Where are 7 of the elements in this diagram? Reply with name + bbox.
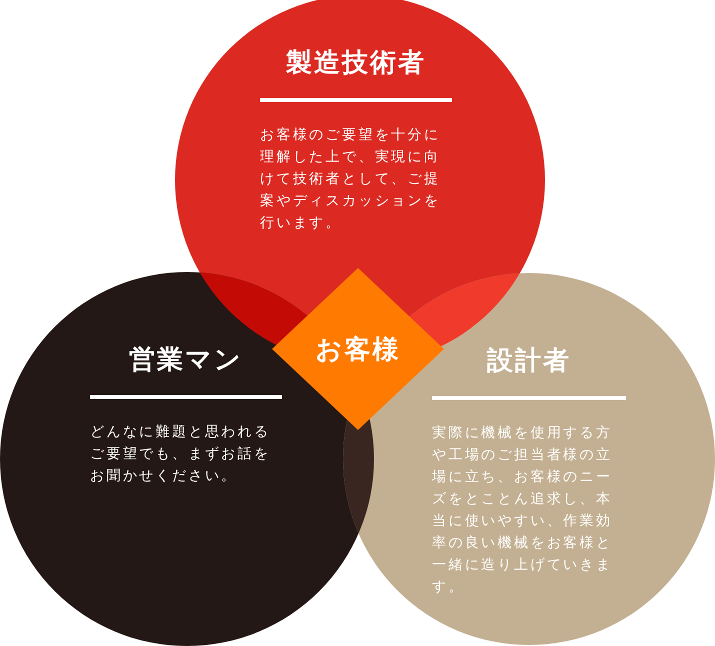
circle-title: 設計者 — [486, 345, 572, 378]
circle-title: 営業マン — [128, 344, 244, 377]
description-text: 実際に機械を使用する方や工場のご担当者様の立場に立ち、お客様のニーズをとことん追求し、本当に使いやすい、作業効率の良い機械をお客様と一緒に造り上げていきます。 — [432, 424, 614, 597]
diamond-label: お客様 — [316, 334, 400, 366]
description-text: どんなに難題と思われるご要望でも、まずお話をお聞かせください。 — [90, 423, 272, 486]
circle-title: 製造技術者 — [285, 47, 427, 80]
description-text: お客様のご要望を十分に理解した上で、実現に向けて技術者として、ご提案やディスカッションを行います。 — [260, 126, 442, 233]
